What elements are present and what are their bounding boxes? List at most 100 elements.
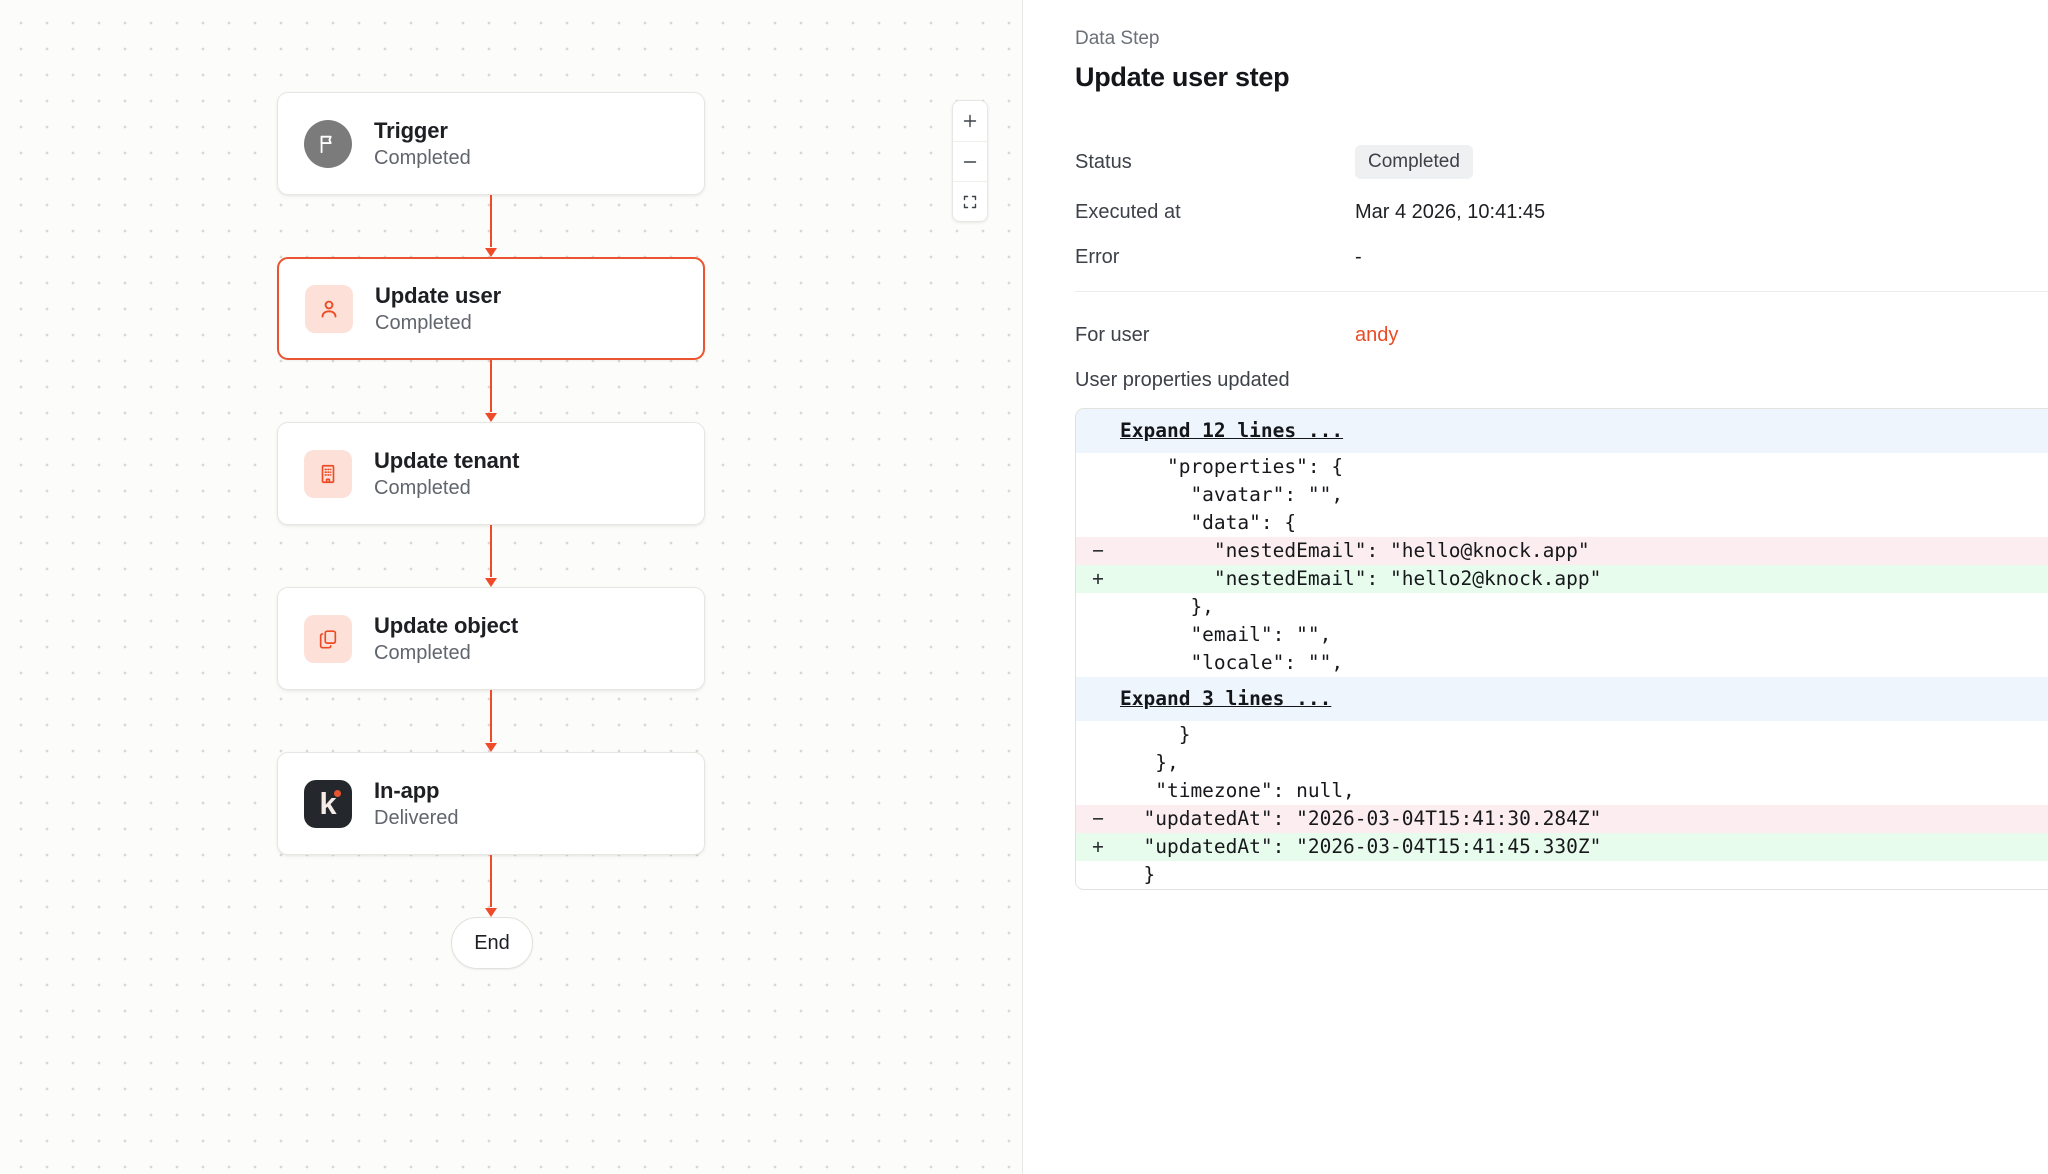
diff-gutter [1076,749,1120,777]
node-title: Update user [375,282,502,308]
edge-line [490,855,492,907]
workflow-node-in-app[interactable]: k In-app Delivered [277,752,705,855]
error-value: - [1355,246,1362,268]
zoom-in-button[interactable] [953,101,987,141]
panel-divider [1075,291,2048,292]
copy-documents-icon [304,614,352,663]
diff-gutter [1076,721,1120,749]
zoom-controls [952,100,988,222]
diff-gutter: − [1092,807,1104,830]
diff-gutter [1076,481,1120,509]
diff-line: − "updatedAt": "2026-03-04T15:41:30.284Z… [1076,805,2048,833]
edge-connector [277,855,705,917]
status-label: Status [1075,150,1132,173]
workflow-node-update-object[interactable]: Update object Completed [277,587,705,690]
edge-connector [277,195,705,257]
diff-code: "properties": { [1120,455,1344,478]
diff-code: "updatedAt": "2026-03-04T15:41:30.284Z" [1120,807,1602,830]
edge-arrow-icon [485,413,497,422]
workflow-flow: Trigger Completed Update user Completed [277,92,707,969]
edge-arrow-icon [485,908,497,917]
node-text: In-app Delivered [374,778,458,830]
node-title: Update tenant [374,447,520,473]
step-detail-panel: Data Step Update user step Status Comple… [1023,0,2048,1174]
diff-line: "avatar": "", [1076,481,2048,509]
diff-code: "email": "", [1120,623,1332,646]
node-status: Delivered [374,806,459,829]
node-status: Completed [374,476,471,499]
diff-code: "updatedAt": "2026-03-04T15:41:45.330Z" [1120,835,1602,858]
node-text: Trigger Completed [374,118,471,170]
plus-icon [963,114,977,128]
diff-gutter [1076,861,1120,889]
workflow-canvas[interactable]: Trigger Completed Update user Completed [0,0,1023,1174]
edge-arrow-icon [485,578,497,587]
diff-code: "locale": "", [1120,651,1344,674]
knock-logo-letter: k [319,786,337,821]
error-row: Error - [1075,246,2048,269]
diff-gutter [1076,621,1120,649]
diff-line: }, [1076,593,2048,621]
diff-gutter [1076,509,1120,537]
diff-gutter [1076,685,1120,713]
user-properties-diff: Expand 12 lines ... "properties": { "ava… [1075,408,2048,890]
diff-code: "nestedEmail": "hello@knock.app" [1120,539,1590,562]
diff-gutter [1076,593,1120,621]
diff-line: + "nestedEmail": "hello2@knock.app" [1076,565,2048,593]
diff-line: "locale": "", [1076,649,2048,677]
diff-line: "email": "", [1076,621,2048,649]
workflow-node-trigger[interactable]: Trigger Completed [277,92,705,195]
diff-expand-label[interactable]: Expand 12 lines ... [1120,419,1344,442]
diff-line: "properties": { [1076,453,2048,481]
user-icon [305,284,353,333]
workflow-node-end[interactable]: End [451,917,533,969]
workflow-node-update-tenant[interactable]: Update tenant Completed [277,422,705,525]
workflow-node-update-user[interactable]: Update user Completed [277,257,705,360]
diff-line: } [1076,721,2048,749]
diff-code: "data": { [1120,511,1297,534]
diff-expand-label[interactable]: Expand 3 lines ... [1120,687,1332,710]
edge-connector [277,690,705,752]
diff-line: }, [1076,749,2048,777]
diff-code: }, [1120,595,1214,618]
diff-line: + "updatedAt": "2026-03-04T15:41:45.330Z… [1076,833,2048,861]
status-row: Status Completed [1075,145,2048,179]
fit-view-button[interactable] [953,181,987,221]
diff-gutter [1076,453,1120,481]
diff-gutter [1076,417,1120,445]
diff-gutter [1076,649,1120,677]
node-text: Update tenant Completed [374,448,519,500]
error-label: Error [1075,246,1120,268]
node-title: Trigger [374,117,448,143]
for-user-link[interactable]: andy [1355,324,1399,346]
zoom-out-button[interactable] [953,141,987,181]
node-text: Update object Completed [374,613,518,665]
diff-line: − "nestedEmail": "hello@knock.app" [1076,537,2048,565]
diff-code: } [1120,723,1191,746]
edge-line [490,690,492,742]
diff-line: "data": { [1076,509,2048,537]
diff-expand-row[interactable]: Expand 12 lines ... [1076,409,2048,453]
flag-icon [304,119,352,168]
diff-expand-row[interactable]: Expand 3 lines ... [1076,677,2048,721]
edge-line [490,195,492,247]
knock-logo-dot [334,789,341,797]
node-status: Completed [375,311,472,334]
knock-logo-icon: k [304,779,352,828]
node-title: In-app [374,777,440,803]
diff-code: } [1120,863,1156,886]
diff-line: "timezone": null, [1076,777,2048,805]
for-user-row: For user andy [1075,324,2048,347]
diff-code: "avatar": "", [1120,483,1344,506]
user-properties-label: User properties updated [1075,369,1290,391]
edge-arrow-icon [485,743,497,752]
edge-arrow-icon [485,248,497,257]
status-badge: Completed [1355,145,1473,179]
diff-code: }, [1120,751,1179,774]
node-title: Update object [374,612,519,638]
diff-gutter: − [1092,539,1104,562]
diff-line: } [1076,861,2048,889]
node-text: Update user Completed [375,283,501,335]
node-status: Completed [374,146,471,169]
